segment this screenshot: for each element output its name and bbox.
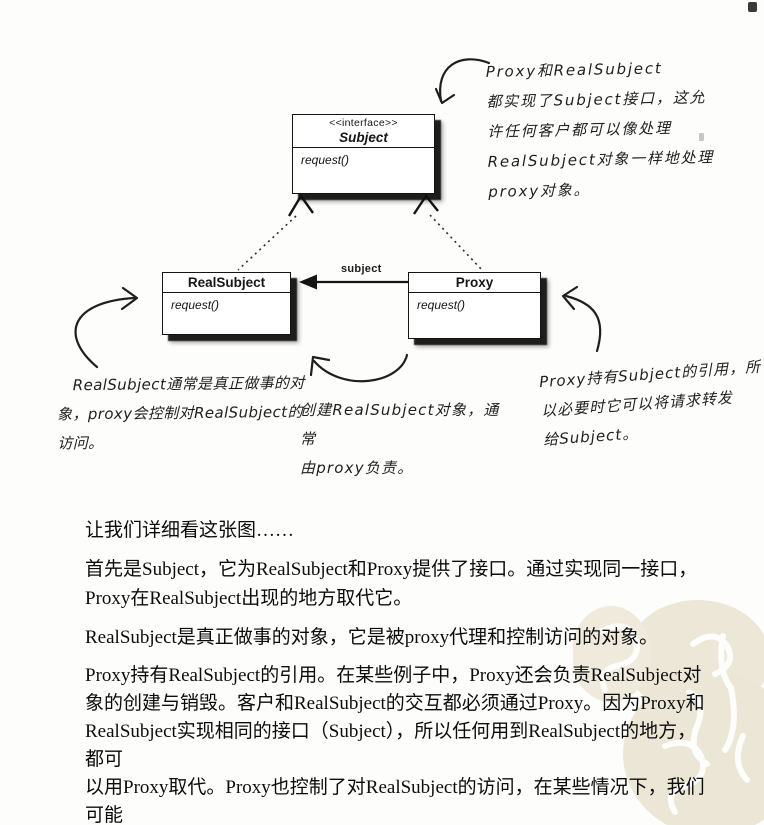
method-label: request() (417, 298, 466, 312)
method-label: request() (171, 298, 220, 312)
scan-artifact (748, 2, 757, 12)
watermark-stamp (573, 600, 764, 825)
body-paragraph-4: Proxy持有RealSubject的引用。在某些例子中，Proxy还会负责Re… (85, 665, 705, 825)
hand-arrowhead-icon (561, 285, 579, 311)
body-text: 让我们详细看这张图…… 首先是Subject，它为RealSubject和Pro… (85, 516, 709, 825)
proxy-class-title: Proxy (409, 273, 540, 293)
stereotype-label: <<interface>> (329, 117, 398, 129)
proxy-methods: request() (409, 293, 540, 338)
hand-arrowhead-icon (434, 87, 456, 105)
note-subject-implements: Proxy和RealSubject 都实现了Subject接口，这允 许任何客户… (485, 59, 715, 201)
subject-class-title: <<interface>> Subject (293, 115, 434, 148)
hand-arrow-to-proxy (564, 294, 602, 353)
note-proxy-reference: Proxy持有Subject的引用，所 以必要时它可以将请求转发 给Subjec… (538, 357, 762, 450)
realization-triangle-icon (287, 193, 314, 217)
method-label: request() (301, 153, 350, 167)
hand-arrowhead-icon (120, 286, 139, 311)
class-name: Subject (339, 130, 388, 145)
realsubject-class-title: RealSubject (163, 273, 290, 293)
uml-connectors (74, 58, 602, 383)
realsubject-methods: request() (163, 293, 290, 334)
hand-arrow-to-subject (439, 58, 491, 103)
realsubject-class-box: RealSubject request() (162, 272, 291, 335)
note-realsubject-role: RealSubject通常是真正做事的对 象，proxy会控制对RealSubj… (56, 373, 305, 453)
association-label: subject (341, 263, 382, 275)
hand-arrow-to-realsubject (74, 296, 136, 369)
class-name: RealSubject (187, 275, 266, 290)
proxy-class-box: Proxy request() (408, 272, 541, 339)
realization-line-realsubject (237, 215, 297, 271)
note-creation-responsibility: 创建RealSubject对象，通常 由proxy负责。 (300, 401, 500, 477)
hand-arrow-to-association (312, 353, 409, 383)
realization-triangle-icon (413, 193, 439, 215)
scan-speck (699, 133, 704, 141)
class-name: Proxy (455, 275, 494, 290)
subject-class-box: <<interface>> Subject request() (292, 114, 435, 194)
association-arrowhead-icon (299, 274, 317, 290)
realization-line-proxy (429, 214, 483, 271)
subject-methods: request() (293, 148, 434, 193)
body-paragraph-1: 让我们详细看这张图…… (85, 520, 295, 541)
hand-arrowhead-icon (309, 355, 331, 377)
body-paragraph-2: 首先是Subject，它为RealSubject和Proxy提供了接口。通过实现… (85, 559, 698, 609)
body-paragraph-3: RealSubject是真正做事的对象，它是被proxy代理和控制访问的对象。 (85, 627, 659, 648)
